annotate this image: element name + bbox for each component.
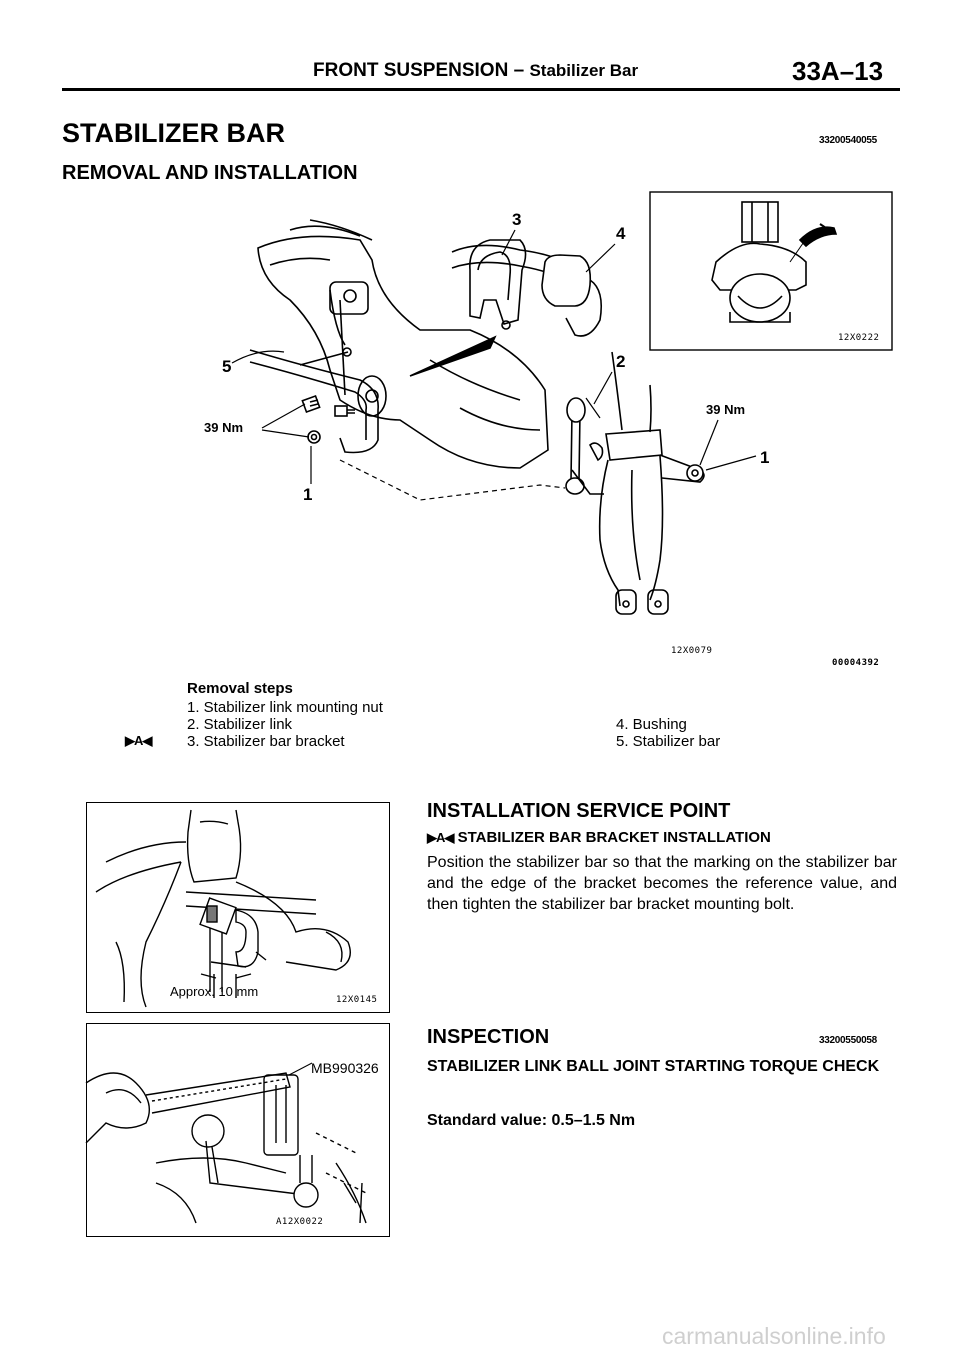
- watermark: carmanualsonline.info: [662, 1323, 886, 1349]
- standard-value: Standard value: 0.5–1.5 Nm: [427, 1112, 636, 1129]
- installation-body: Position the stabilizer bar so that the …: [427, 854, 897, 913]
- header-section: FRONT SUSPENSION: [313, 60, 509, 81]
- callout-1-left: 1: [303, 485, 313, 504]
- removal-steps-right: 4. Bushing 5. Stabilizer bar: [616, 716, 720, 750]
- bolt-left-2: [334, 405, 355, 417]
- crossmember-outline: [257, 235, 549, 469]
- strut-tube: [611, 351, 652, 433]
- removal-step-4: 4. Bushing: [616, 716, 687, 733]
- removal-step-2: 2. Stabilizer link: [187, 716, 293, 733]
- crossmember-mount: [329, 281, 369, 315]
- installation-figure-code: 12X0145: [336, 995, 378, 1005]
- inspection-code: 33200550058: [819, 1035, 877, 1046]
- pointer-arrow: [409, 335, 497, 377]
- stabilizer-bracket: [469, 239, 527, 325]
- approx-dimension-label: Approx. 10 mm: [170, 984, 259, 999]
- title-code: 33200540055: [819, 135, 877, 146]
- removal-steps-left: 1. Stabilizer link mounting nut 2. Stabi…: [187, 699, 383, 750]
- stabilizer-link: [570, 411, 581, 481]
- installation-figure-drawing: [95, 809, 351, 1008]
- page-subtitle: REMOVAL AND INSTALLATION: [62, 162, 358, 184]
- torque-label-right: 39 Nm: [706, 402, 746, 417]
- removal-steps-heading: Removal steps: [187, 680, 293, 697]
- knuckle: [598, 455, 664, 607]
- page-title: STABILIZER BAR: [62, 118, 285, 148]
- callout-5: 5: [222, 357, 232, 376]
- torque-label-left: 39 Nm: [204, 420, 244, 435]
- callout-1-right: 1: [760, 448, 770, 467]
- callout-3: 3: [512, 210, 522, 229]
- inset-box: [649, 191, 893, 351]
- bushing: [541, 254, 592, 307]
- bolt-left-1: [301, 394, 321, 414]
- inspection-subheading: STABILIZER LINK BALL JOINT STARTING TORQ…: [427, 1058, 880, 1075]
- inset-ball-joint-drawing: [711, 201, 838, 323]
- removal-step-1: 1. Stabilizer link mounting nut: [187, 699, 383, 716]
- page-number: 33A–13: [792, 56, 884, 86]
- inspection-figure-box: [86, 1023, 390, 1237]
- document-code: 00004392: [832, 658, 880, 668]
- header-subsection: Stabilizer Bar: [529, 61, 639, 80]
- header-section-title: FRONT SUSPENSION – Stabilizer Bar: [313, 60, 638, 82]
- installation-marker: ▶A◀: [427, 830, 454, 845]
- special-tool-number: MB990326: [311, 1060, 379, 1076]
- figure-code: 12X0079: [671, 646, 713, 656]
- installation-subheading-row: ▶A◀ STABILIZER BAR BRACKET INSTALLATION: [427, 829, 771, 846]
- removal-step-3: 3. Stabilizer bar bracket: [187, 733, 345, 750]
- callout-4: 4: [616, 224, 626, 243]
- header-rule: [62, 88, 900, 91]
- installation-heading: INSTALLATION SERVICE POINT: [427, 800, 731, 822]
- main-exploded-diagram: [231, 191, 893, 615]
- inspection-figure-code: A12X0022: [276, 1217, 324, 1227]
- callout-2: 2: [616, 352, 626, 371]
- header-dash: –: [513, 60, 525, 81]
- removal-step-5: 5. Stabilizer bar: [616, 733, 721, 750]
- inspection-figure-drawing: [85, 1062, 367, 1224]
- installation-subheading: STABILIZER BAR BRACKET INSTALLATION: [457, 829, 771, 846]
- inset-code: 12X0222: [838, 333, 880, 343]
- inspection-heading: INSPECTION: [427, 1026, 550, 1048]
- removal-step-3-marker: ▶A◀: [125, 733, 152, 748]
